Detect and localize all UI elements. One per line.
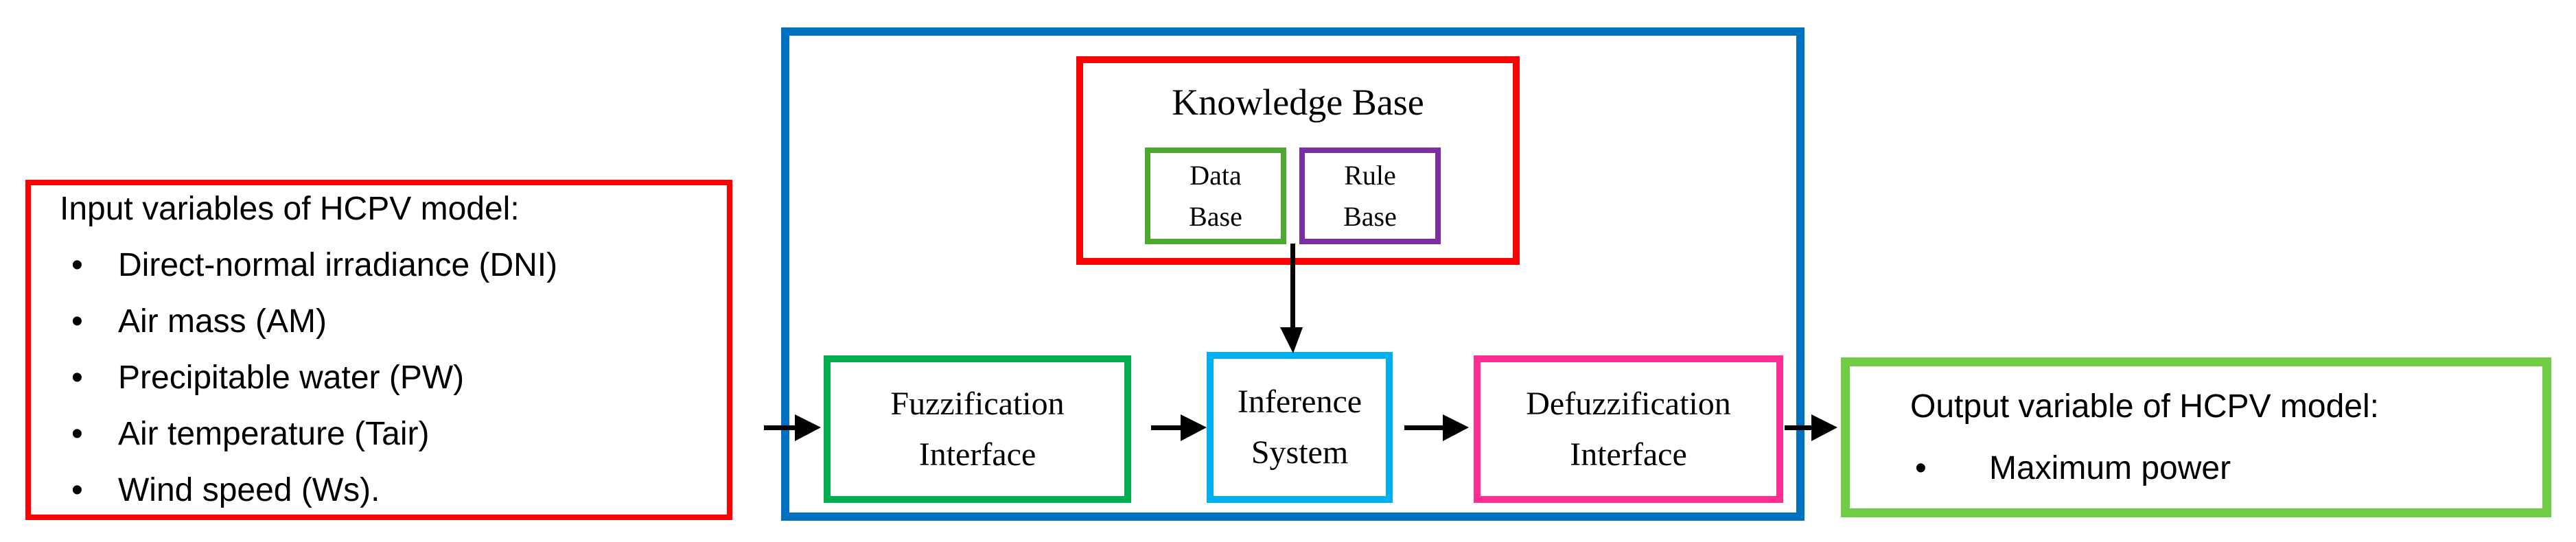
bullet-marker: •	[71, 416, 83, 452]
defuzzification-interface-box: Defuzzification Interface	[1474, 355, 1783, 503]
input-item-ws: • Wind speed (Ws).	[31, 462, 727, 519]
data-base-label: Data Base	[1189, 159, 1242, 232]
input-item-am: • Air mass (AM)	[31, 294, 727, 350]
input-box-title: Input variables of HCPV model:	[60, 191, 520, 227]
rule-base-box: Rule Base	[1299, 148, 1441, 244]
input-item-label: Air mass (AM)	[118, 303, 327, 340]
input-item-label: Air temperature (Tair)	[118, 416, 430, 452]
bullet-marker: •	[71, 472, 83, 508]
output-variable-box: Output variable of HCPV model: • Maximum…	[1841, 357, 2551, 517]
fuzzification-interface-box: Fuzzification Interface	[824, 355, 1131, 503]
bullet-marker: •	[1915, 449, 1927, 486]
output-item-max-power: • Maximum power	[1850, 438, 2542, 499]
fuzzy-system-container-box	[781, 27, 1805, 521]
bullet-marker: •	[71, 303, 83, 340]
arrow-head	[1811, 414, 1837, 441]
input-item-tair: • Air temperature (Tair)	[31, 406, 727, 462]
knowledge-base-title: Knowledge Base	[1172, 82, 1424, 123]
output-item-label: Maximum power	[1989, 449, 2231, 486]
knowledge-base-box: Knowledge Base	[1076, 56, 1520, 265]
defuzzification-interface-label: Defuzzification Interface	[1526, 385, 1731, 473]
input-variables-box: Input variables of HCPV model: • Direct-…	[25, 180, 732, 520]
fuzzification-interface-label: Fuzzification Interface	[890, 385, 1065, 473]
input-item-pw: • Precipitable water (PW)	[31, 350, 727, 406]
inference-system-box: Inference System	[1207, 352, 1393, 503]
input-item-label: Precipitable water (PW)	[118, 360, 465, 396]
input-item-label: Wind speed (Ws).	[118, 472, 380, 508]
inference-system-label: Inference System	[1237, 384, 1362, 471]
input-item-label: Direct-normal irradiance (DNI)	[118, 247, 558, 283]
output-box-title: Output variable of HCPV model:	[1910, 388, 2379, 425]
data-base-box: Data Base	[1145, 148, 1286, 244]
bullet-marker: •	[71, 360, 83, 396]
input-item-dni: • Direct-normal irradiance (DNI)	[31, 237, 727, 294]
bullet-marker: •	[71, 247, 83, 283]
rule-base-label: Rule Base	[1343, 159, 1397, 232]
